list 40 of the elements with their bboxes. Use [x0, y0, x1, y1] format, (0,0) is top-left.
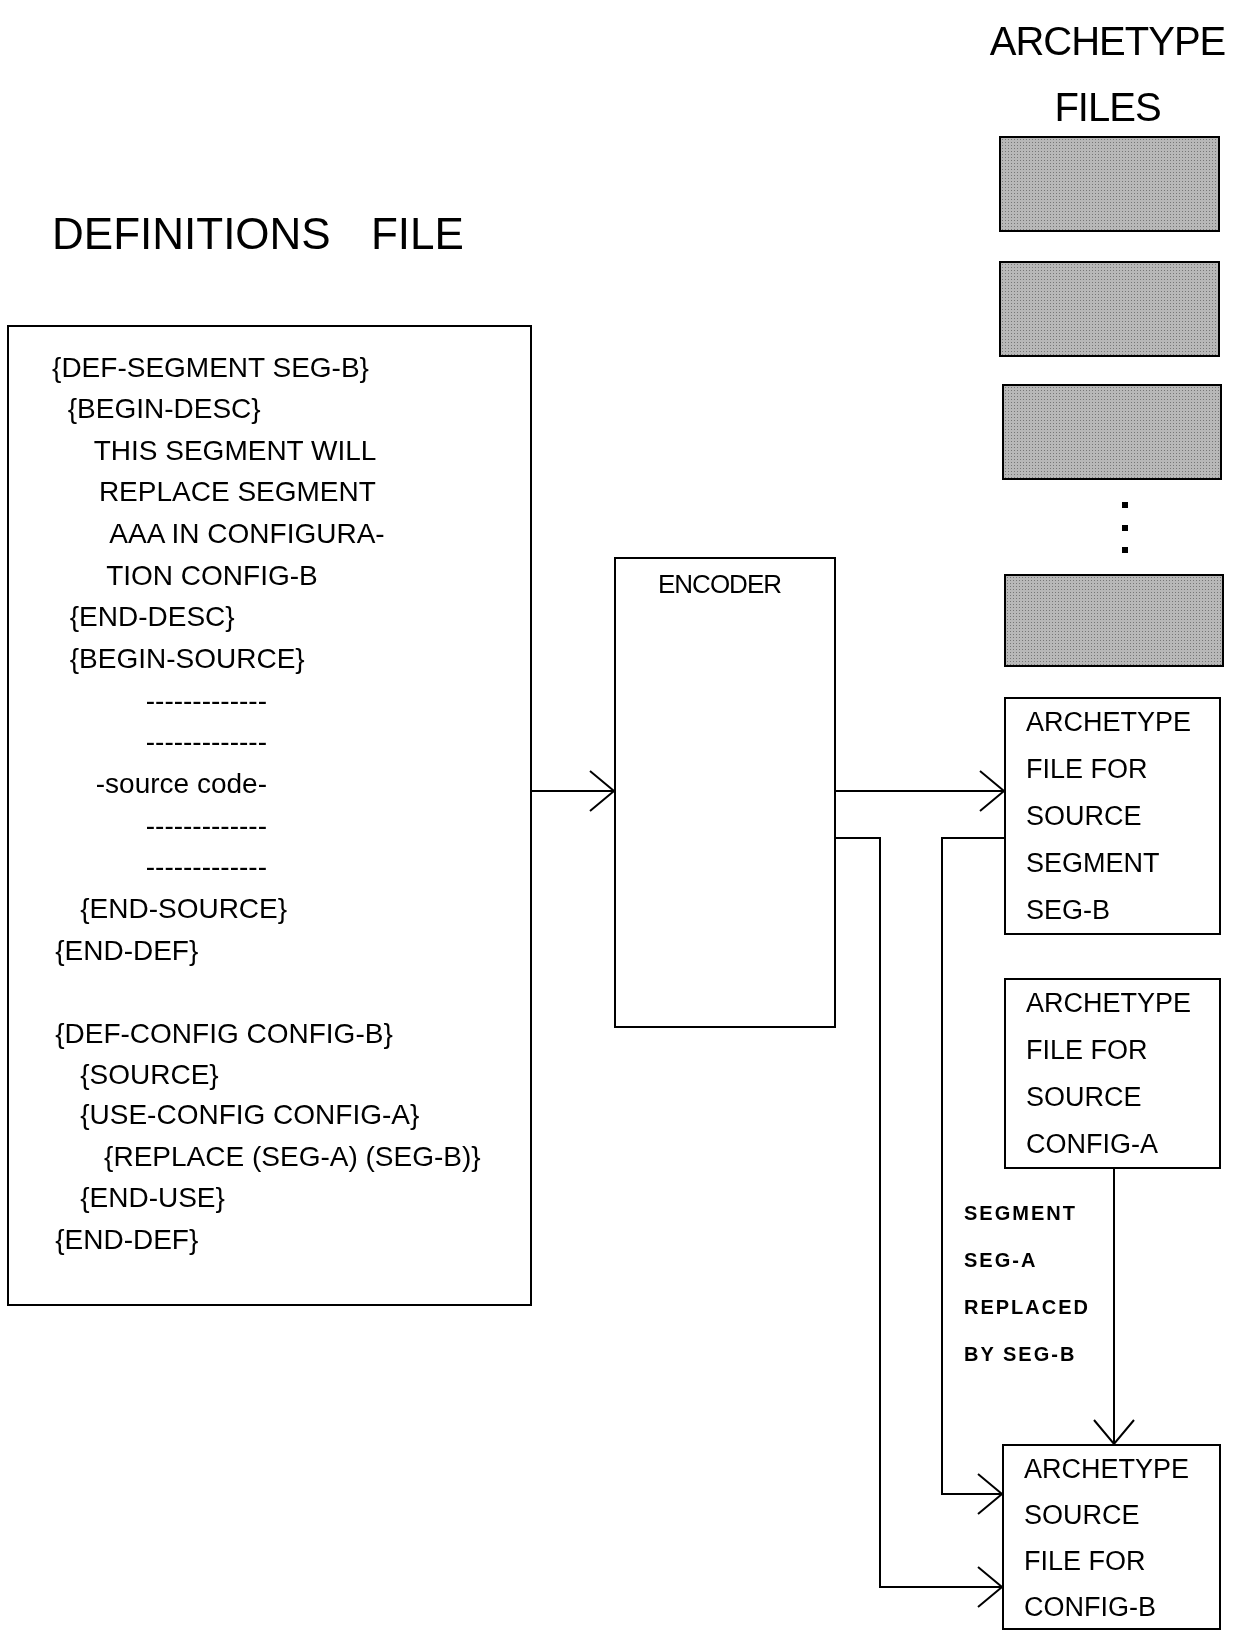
code-line: AAA IN CONFIGURA-	[109, 517, 385, 552]
process-box	[614, 557, 836, 1028]
column-heading: ARCHETYPE FILES	[988, 18, 1227, 131]
box-title: ENCODER	[658, 568, 781, 601]
arrow	[1093, 1168, 1135, 1445]
code-line: {END-SOURCE}	[80, 891, 288, 926]
code-line: {DEF-CONFIG CONFIG-B}	[55, 1016, 393, 1051]
code-line: {END-DEF}	[55, 1222, 199, 1257]
code-line: REPLACE SEGMENT	[98, 475, 376, 510]
code-line: {END-USE}	[80, 1181, 225, 1216]
code-line: -source code-	[95, 766, 267, 801]
code-line: TION CONFIG-B	[106, 558, 318, 593]
box-text: ARCHETYPE FILE FOR SOURCE SEGMENT SEG-B	[1026, 706, 1193, 927]
code-line: THIS SEGMENT WILL	[93, 433, 377, 468]
arrow	[835, 837, 1003, 1608]
file-box	[1002, 1444, 1221, 1630]
code-line: {END-DEF}	[55, 933, 199, 968]
archetype-file-block	[1002, 384, 1222, 480]
file-box	[1004, 697, 1221, 935]
code-line: {BEGIN-SOURCE}	[69, 642, 305, 676]
code-line: -------------	[145, 808, 267, 843]
arrow	[531, 770, 615, 812]
code-line: {DEF-SEGMENT SEG-B}	[52, 350, 369, 385]
code-line: {SOURCE}	[80, 1058, 219, 1093]
code-line: {BEGIN-DESC}	[67, 392, 261, 427]
file-box	[1004, 978, 1221, 1169]
code-line: -------------	[145, 683, 267, 718]
code-line: {END-DESC}	[69, 600, 235, 635]
code-line: -------------	[145, 725, 267, 760]
code-line: {REPLACE (SEG-A) (SEG-B)}	[104, 1139, 481, 1174]
archetype-file-block	[1004, 574, 1224, 667]
arrow	[941, 837, 1005, 1515]
code-line: {USE-CONFIG CONFIG-A}	[80, 1098, 420, 1132]
archetype-file-block	[999, 261, 1220, 357]
arrow	[835, 770, 1005, 812]
heading: DEFINITIONS FILE	[52, 208, 464, 261]
box-text: ARCHETYPE SOURCE FILE FOR CONFIG-B	[1024, 1453, 1191, 1624]
code-line: -------------	[145, 850, 267, 885]
archetype-file-block	[999, 136, 1220, 232]
box-text: ARCHETYPE FILE FOR SOURCE CONFIG-A	[1026, 987, 1193, 1161]
